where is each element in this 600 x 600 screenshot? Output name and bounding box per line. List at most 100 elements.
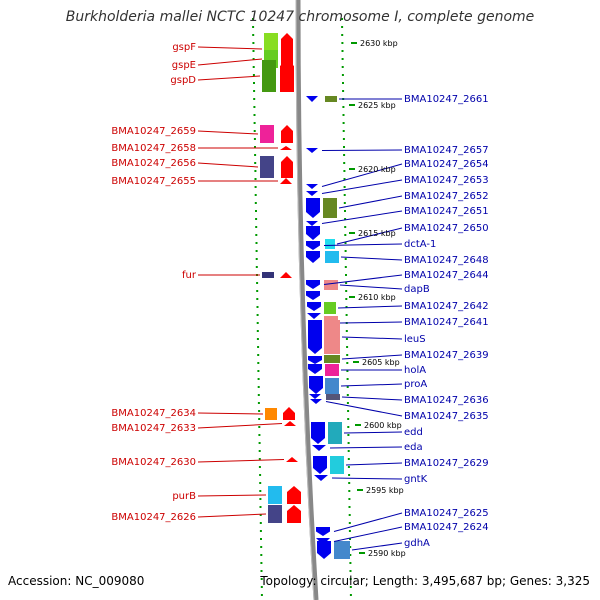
reverse-gene-arrow (307, 313, 321, 319)
reverse-gene-label: BMA10247_2661 (404, 94, 489, 105)
reverse-gene-arrow (312, 445, 326, 451)
tick-marks (252, 18, 352, 596)
leader-line (321, 163, 403, 187)
reverse-gene-label: edd (404, 427, 423, 438)
tick-dot (342, 90, 345, 92)
forward-gene-arrow (287, 505, 301, 523)
tick-dot (349, 538, 351, 540)
tick-dot (343, 178, 346, 180)
leader-line (321, 179, 403, 194)
reverse-gene-arrow (306, 251, 320, 263)
tick-dot (344, 258, 347, 260)
forward-gene-arrow (280, 146, 292, 150)
reverse-gene-arrow (306, 96, 318, 102)
tick-dot (347, 450, 350, 452)
leader-line (197, 46, 263, 50)
tick-dot (344, 234, 347, 236)
tick-dot (255, 266, 258, 268)
tick-dot (256, 338, 259, 340)
reverse-gene-label: leuS (404, 334, 426, 345)
tick-dot (348, 474, 351, 476)
tick-dot (260, 578, 263, 580)
tick-dot (260, 586, 263, 588)
leader-line (197, 423, 283, 429)
reverse-gene-label: BMA10247_2639 (404, 350, 489, 361)
gene-block (325, 378, 339, 394)
accession-text: Accession: NC_009080 (8, 574, 145, 588)
leader-line (337, 305, 403, 309)
tick-dot (347, 426, 350, 428)
tick-dot (255, 218, 258, 220)
tick-dot (254, 194, 257, 196)
reverse-gene-arrow (306, 221, 318, 226)
reverse-gene-label: BMA10247_2625 (404, 508, 489, 519)
tick-dot (343, 194, 346, 196)
tick-dot (342, 106, 345, 108)
tick-dot (253, 114, 256, 116)
reverse-gene-arrow (306, 241, 320, 250)
tick-dot (260, 562, 263, 564)
reverse-gene-arrow (306, 184, 318, 189)
reverse-gene-arrow (309, 394, 321, 399)
tick-dot (252, 34, 255, 36)
tick-dot (256, 322, 259, 324)
tick-dot (254, 162, 257, 164)
leader-line (345, 462, 403, 466)
tick-dot (348, 490, 351, 492)
gene-arrows (280, 33, 331, 559)
tick-dot (259, 506, 262, 508)
gene-block (324, 355, 340, 363)
tick-dot (348, 498, 351, 500)
tick-dot (254, 178, 257, 180)
tick-dot (349, 586, 352, 588)
gene-block (323, 198, 337, 218)
reverse-gene-label: BMA10247_2654 (404, 159, 489, 170)
tick-dot (346, 386, 349, 388)
tick-dot (259, 474, 262, 476)
tick-dot (256, 282, 259, 284)
tick-dot (253, 138, 256, 140)
forward-gene-arrow (283, 407, 295, 420)
tick-dot (348, 522, 351, 524)
tick-dot (346, 362, 349, 364)
tick-dot (346, 402, 349, 404)
forward-gene-label: gspE (172, 60, 196, 71)
tick-dot (260, 570, 263, 572)
reverse-gene-label: BMA10247_2657 (404, 145, 489, 156)
leader-line (339, 284, 403, 290)
leader-line (197, 58, 263, 66)
forward-gene-arrow (280, 178, 292, 184)
reverse-gene-arrow (314, 475, 328, 481)
gene-block (324, 280, 338, 290)
reverse-gene-arrow (306, 226, 320, 240)
tick-dot (252, 66, 255, 68)
tick-dot (258, 410, 261, 412)
leader-line (323, 243, 403, 246)
forward-gene-label: BMA10247_2656 (111, 158, 196, 169)
gene-block (334, 541, 350, 559)
leader-line (197, 513, 267, 518)
tick-dot (257, 370, 260, 372)
scale-label: 2625 kbp (358, 101, 396, 110)
tick-dot (256, 314, 259, 316)
tick-dot (258, 466, 261, 468)
forward-gene-arrow (286, 457, 298, 462)
tick-dot (343, 146, 345, 148)
tick-dot (257, 354, 260, 356)
tick-dot (257, 362, 260, 364)
tick-dot (253, 106, 256, 108)
scale-tick (351, 42, 357, 44)
reverse-gene-arrow (307, 302, 321, 311)
tick-dot (253, 130, 256, 132)
tick-dot (255, 250, 258, 252)
tick-dot (344, 242, 347, 244)
tick-dot (349, 546, 352, 548)
scale-label: 2630 kbp (360, 39, 398, 48)
tick-dot (254, 202, 257, 204)
tick-dot (254, 154, 257, 156)
gene-block (268, 505, 282, 523)
tick-dot (346, 354, 349, 356)
tick-dot (256, 298, 259, 300)
